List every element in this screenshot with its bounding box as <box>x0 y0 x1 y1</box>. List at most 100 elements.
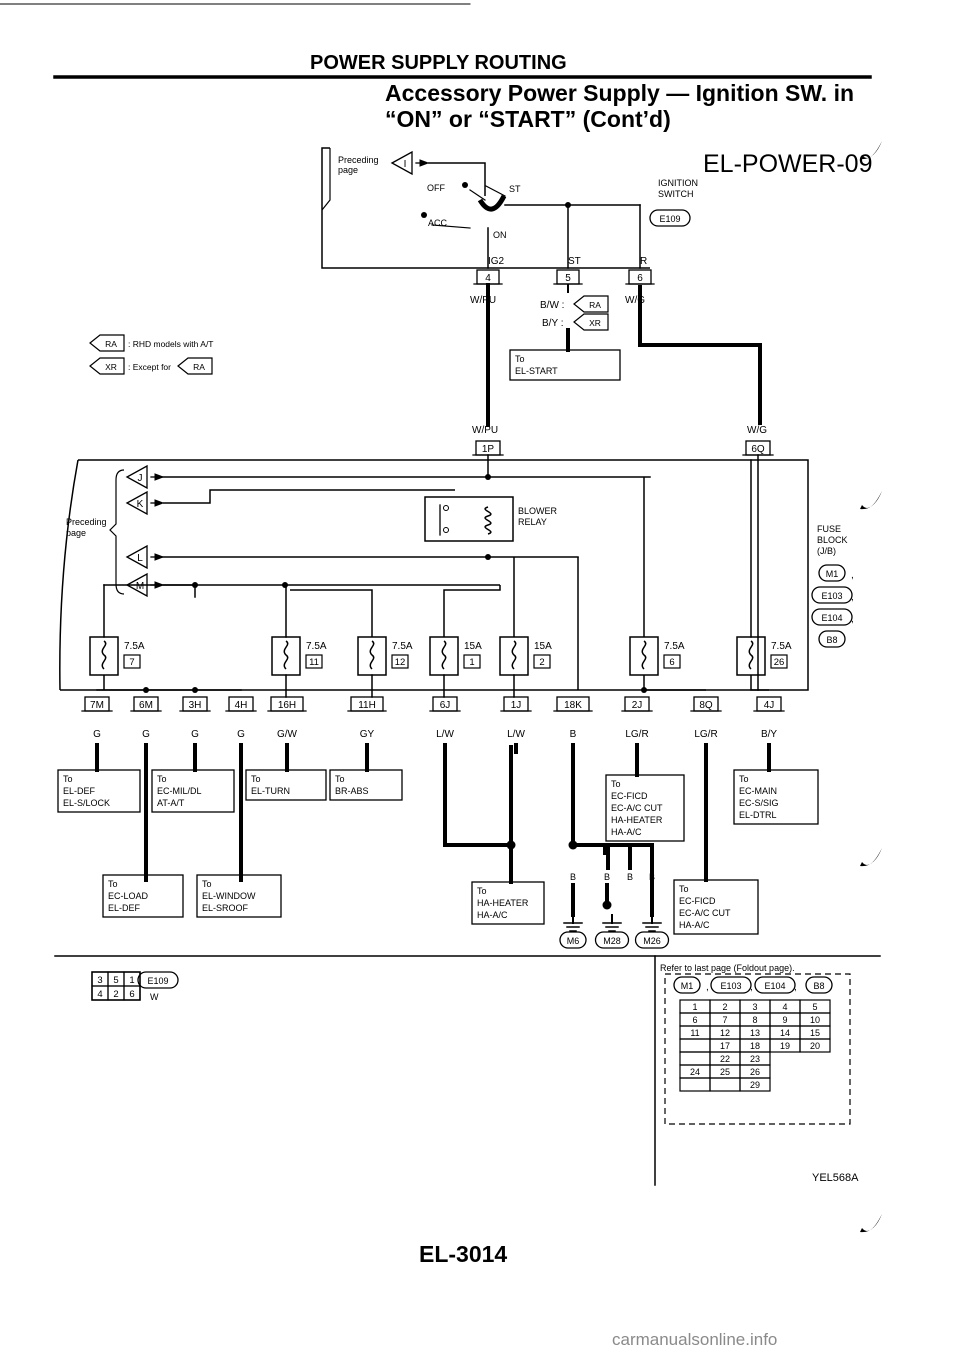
switch-pos-st: ST <box>509 184 521 194</box>
splice-bus-j <box>485 474 491 480</box>
foldout-conn-m1-text: M1 <box>681 981 694 991</box>
dest-el-turn <box>245 769 327 801</box>
tag-xr <box>573 313 609 331</box>
foldout-pin: 9 <box>782 1015 787 1025</box>
fuse-block-frame <box>60 459 809 691</box>
ground-conn-m28 <box>594 931 630 949</box>
splice-out <box>143 687 149 693</box>
dest-el-def-line: EL-S/LOCK <box>63 798 110 808</box>
fuse-1-amp: 15A <box>464 641 482 652</box>
dest-el-window-line: To <box>202 879 212 889</box>
e109-pin: 3 <box>97 975 102 986</box>
output-wire-6m: G <box>142 729 150 740</box>
foldout-pin: 25 <box>720 1067 730 1077</box>
fuse-11-num: 11 <box>309 657 319 668</box>
ignition-label-2: SWITCH <box>658 189 694 199</box>
foldout-conn-b8-text: B8 <box>813 981 824 991</box>
ground-wire-3: B <box>627 872 633 882</box>
fuse12-in <box>290 589 373 637</box>
foldout-pin: 13 <box>750 1028 760 1038</box>
check-mark-3 <box>860 1214 882 1233</box>
ignition-brace <box>321 148 331 211</box>
ground-wire-1: B <box>570 872 576 882</box>
output-wire-8q: LG/R <box>694 729 717 740</box>
foldout-pin: 2 <box>722 1002 727 1012</box>
relay-contact-2 <box>443 527 449 533</box>
output-wire-3h: G <box>191 729 199 740</box>
ignition-preceding-2: page <box>338 165 358 175</box>
marker-I <box>390 150 413 176</box>
dest-ec-main-line: To <box>739 774 749 784</box>
wire-6j-1j <box>443 745 513 847</box>
tag-ra <box>573 295 609 313</box>
output-wire-7m: G <box>93 729 101 740</box>
terminal-r: R <box>640 256 647 267</box>
e109-color: W <box>150 992 159 1002</box>
relay-label-2: RELAY <box>518 517 547 527</box>
foldout-frame <box>664 973 851 1125</box>
terminal-ig2: IG2 <box>488 256 505 267</box>
dest-ec-ficd-2-line: EC-FICD <box>679 896 716 906</box>
dest-el-turn-line: EL-TURN <box>251 786 290 796</box>
ground-wire-2: B <box>604 872 610 882</box>
foldout-pin: 10 <box>810 1015 820 1025</box>
foldout-sep: , <box>750 982 753 993</box>
switch-dash-3 <box>431 224 471 229</box>
relay-coil <box>484 506 492 535</box>
foldout-conn-e103-text: E103 <box>720 981 741 991</box>
foldout-sep: , <box>706 982 709 993</box>
check-mark-2 <box>860 848 882 867</box>
fuse26-out <box>750 675 769 691</box>
dest-ec-load-line: EC-LOAD <box>108 891 149 901</box>
dest-br-abs-line: BR-ABS <box>335 786 369 796</box>
dest-ec-ficd-2 <box>673 879 759 935</box>
dest-el-start <box>509 349 621 381</box>
terminal-st: ST <box>568 256 581 267</box>
dest-ec-mil-line: AT-A/T <box>157 798 185 808</box>
tag-ra-text: RA <box>589 300 601 310</box>
fuse-6-element <box>641 640 647 670</box>
foldout-pin: 23 <box>750 1054 760 1064</box>
e109-pin: 4 <box>97 989 102 1000</box>
wire-label-wg: W/G <box>625 295 645 306</box>
ignition-label-1: IGNITION <box>658 178 698 188</box>
dest-el-window <box>196 874 282 918</box>
legend-ra-tag-text: RA <box>105 339 117 349</box>
check-mark-1 <box>860 491 882 510</box>
e109-view-conn <box>137 971 179 989</box>
foldout-pin: 15 <box>810 1028 820 1038</box>
foldout-pin: 8 <box>752 1015 757 1025</box>
subtitle-line-1: Accessory Power Supply — Ignition SW. in <box>385 80 855 106</box>
fuse-1-num-box <box>463 654 481 669</box>
fuse-26-amp: 7.5A <box>771 641 792 652</box>
dest-ha-heater-line: HA-HEATER <box>477 898 529 908</box>
connector-e103 <box>811 586 853 604</box>
dest-ec-main-line: EL-DTRL <box>739 810 777 820</box>
splice-6 <box>641 687 647 693</box>
wire-18k-b <box>573 843 610 870</box>
connector-sep: , <box>851 592 854 603</box>
output-conn-6j-text: 6J <box>440 700 451 711</box>
fuse-26-element <box>748 640 754 670</box>
fuse-block-label-2: BLOCK <box>817 535 848 545</box>
dest-ec-ficd-1-line: HA-HEATER <box>611 815 663 825</box>
dest-ec-mil-line: EC-MIL/DL <box>157 786 202 796</box>
ground-conn-m6-text: M6 <box>567 936 580 946</box>
splice-m-2 <box>282 582 288 588</box>
fuse-1 <box>429 636 459 676</box>
fuse-12-num: 12 <box>395 657 406 668</box>
main-wire-wg <box>638 285 762 425</box>
marker-I-text: I <box>404 159 407 170</box>
dest-ec-main-line: EC-S/SIG <box>739 798 779 808</box>
fuse1-in <box>443 585 501 637</box>
fuse-preceding-1: Preceding <box>66 517 107 527</box>
fuse-6 <box>629 636 659 676</box>
output-conn-18k-text: 18K <box>564 700 582 711</box>
dest-el-def <box>57 769 141 813</box>
marker-L <box>125 544 148 570</box>
dest-el-window-line: EL-SROOF <box>202 903 249 913</box>
foldout-pin: 6 <box>692 1015 697 1025</box>
foldout-conn-e104-text: E104 <box>764 981 785 991</box>
output-conn-6m-text: 6M <box>139 700 153 711</box>
fuse-11-num-box <box>305 654 323 669</box>
